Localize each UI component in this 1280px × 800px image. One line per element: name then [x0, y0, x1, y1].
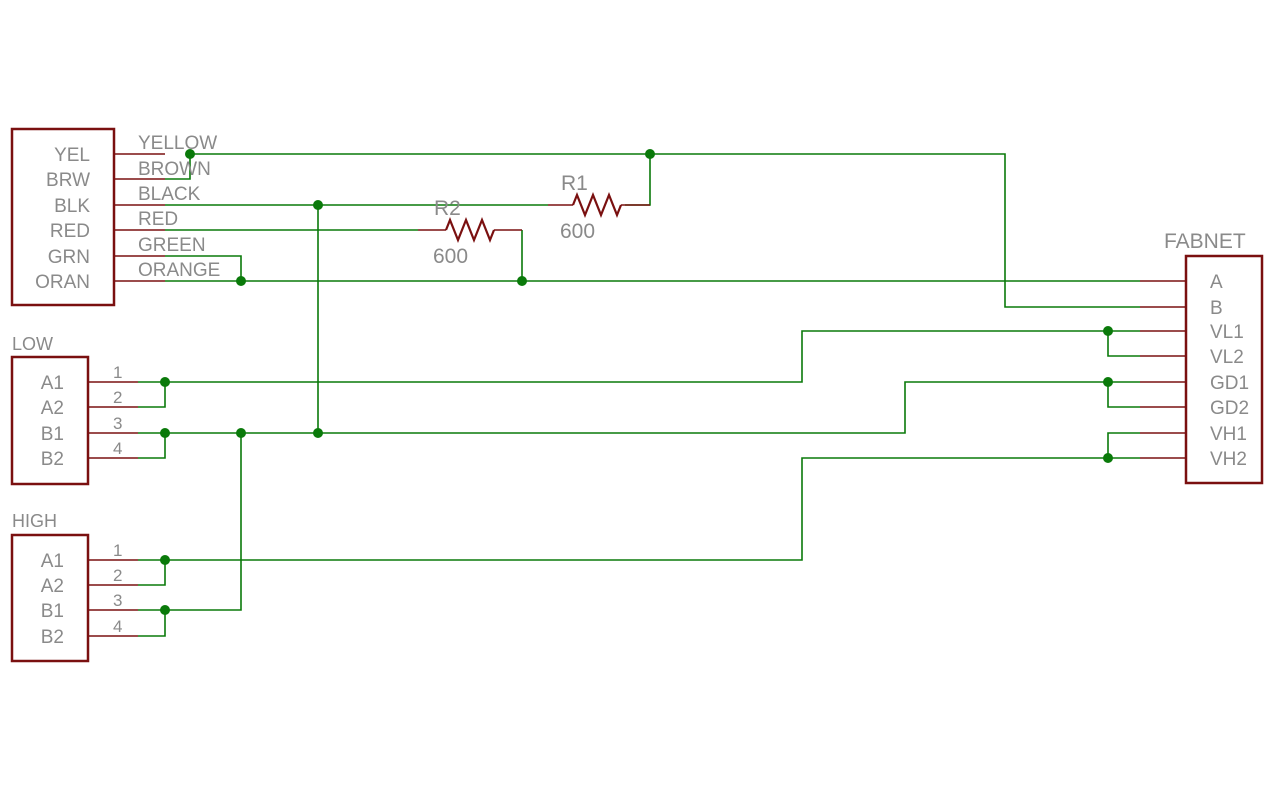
connector-pin-name: RED	[50, 221, 90, 242]
high-pin-name: B2	[41, 627, 64, 648]
wires	[138, 153, 1140, 637]
wire-high-a-net	[165, 457, 1108, 561]
high-pin-name: A1	[41, 551, 64, 572]
fabnet-pin-name: A	[1210, 272, 1223, 293]
high-pin-name: B1	[41, 601, 64, 622]
junction-dot	[1103, 453, 1113, 463]
fabnet-pin-name: VL1	[1210, 322, 1244, 343]
cable-connector-body	[10, 127, 116, 307]
low-connector-body	[10, 355, 90, 486]
wire-brown-tie	[165, 154, 191, 180]
wire-yellow-net	[190, 153, 1140, 308]
junction-dot	[236, 276, 246, 286]
wire-color-label: BLACK	[138, 184, 201, 205]
junction-dot	[313, 428, 323, 438]
connector-pin-name: YEL	[54, 145, 90, 166]
low-pin-name: B1	[41, 424, 64, 445]
connector-pin-name: ORAN	[35, 272, 90, 293]
wire-color-label: BROWN	[138, 159, 211, 180]
junction-dot	[313, 200, 323, 210]
junction-dot	[645, 149, 655, 159]
wire-vh-tie	[1107, 432, 1140, 459]
high-pin-number: 3	[113, 591, 122, 610]
connector-pin-name: BLK	[54, 196, 90, 217]
fabnet-pin-name: VH2	[1210, 449, 1247, 470]
wire-gnd-to-high-b	[165, 433, 242, 611]
fabnet-pin-name: VH1	[1210, 424, 1247, 445]
resistor-r2: R2 600	[418, 197, 522, 268]
fabnet-connector: FABNET A B VL1 VL2 GD1 GD2 VH1 VH2	[1140, 230, 1264, 485]
resistor-zigzag	[444, 217, 496, 243]
wire-green-tie	[165, 255, 242, 281]
wire-vl-tie	[1107, 331, 1140, 357]
fabnet-pin-name: GD2	[1210, 398, 1249, 419]
resistor-r1-value: 600	[560, 220, 595, 243]
junction-dot	[1103, 326, 1113, 336]
high-connector-title: HIGH	[12, 511, 57, 531]
resistor-r2-name: R2	[434, 197, 461, 220]
low-connector: LOW A1 A2 B1 B2 1 2 3 4	[10, 334, 165, 486]
wire-low-b2-tie	[138, 433, 166, 459]
low-pin-name: A2	[41, 398, 64, 419]
low-pin-name: A1	[41, 373, 64, 394]
wire-r1-to-yellow	[625, 154, 651, 206]
low-pin-number: 2	[113, 388, 122, 407]
fabnet-pin-name: GD1	[1210, 373, 1249, 394]
low-pin-name: B2	[41, 449, 64, 470]
wire-low-a-net	[165, 330, 1108, 383]
wire-gd-tie	[1107, 382, 1140, 408]
resistor-r2-value: 600	[433, 245, 468, 268]
cable-connector: YEL BRW BLK RED GRN ORAN YELLOW BROWN BL…	[10, 127, 220, 307]
low-pin-number: 4	[113, 439, 122, 458]
wire-high-a2-tie	[138, 560, 166, 586]
fabnet-pin-name: VL2	[1210, 347, 1244, 368]
fabnet-connector-body	[1184, 254, 1264, 485]
junctions	[160, 149, 1113, 615]
high-connector: HIGH A1 A2 B1 B2 1 2 3 4	[10, 511, 165, 663]
low-pin-number: 1	[113, 363, 122, 382]
fabnet-pin-name: B	[1210, 298, 1223, 319]
junction-dot	[1103, 377, 1113, 387]
low-pin-number: 3	[113, 414, 122, 433]
resistor-r1-name: R1	[561, 172, 588, 195]
wire-high-b2-tie	[138, 610, 166, 637]
low-connector-title: LOW	[12, 334, 53, 354]
high-pin-name: A2	[41, 576, 64, 597]
wire-low-a2-tie	[138, 382, 166, 408]
wire-low-b-net	[165, 381, 1108, 434]
connector-pin-name: BRW	[46, 170, 90, 191]
high-pin-number: 2	[113, 566, 122, 585]
high-connector-body	[10, 533, 90, 663]
high-pin-number: 4	[113, 617, 122, 636]
wire-color-label: ORANGE	[138, 260, 220, 281]
junction-dot	[517, 276, 527, 286]
wire-color-label: YELLOW	[138, 133, 217, 154]
connector-pin-name: GRN	[48, 247, 90, 268]
high-pin-number: 1	[113, 541, 122, 560]
junction-dot	[236, 428, 246, 438]
fabnet-connector-title: FABNET	[1164, 230, 1246, 253]
wire-color-label: GREEN	[138, 235, 206, 256]
junction-dot	[185, 149, 195, 159]
resistor-r1: R1 600	[548, 172, 650, 243]
wire-color-label: RED	[138, 209, 178, 230]
resistor-zigzag	[571, 192, 623, 218]
